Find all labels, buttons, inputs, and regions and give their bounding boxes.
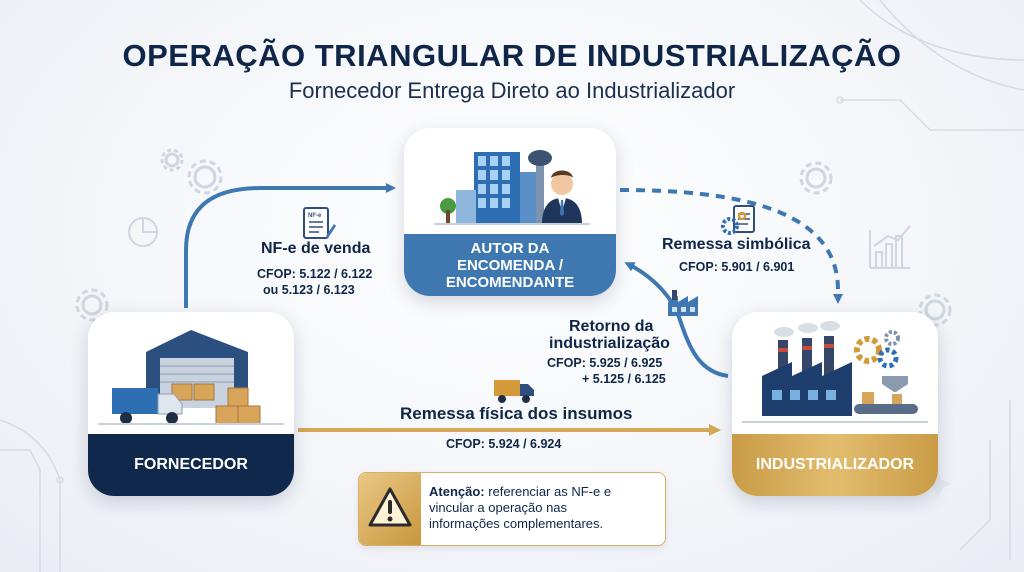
small-factory-icon — [668, 290, 698, 316]
page-title: OPERAÇÃO TRIANGULAR DE INDUSTRIALIZAÇÃO — [122, 38, 902, 73]
page-subtitle: Fornecedor Entrega Direto ao Industriali… — [288, 78, 736, 103]
flow-fisica-cfop: CFOP: 5.924 / 6.924 — [446, 437, 562, 451]
attention-note: Atenção: referenciar as NF-e e vincular … — [358, 472, 666, 546]
flow-venda-label: NF-e de venda — [261, 240, 371, 257]
attention-icon-box — [359, 473, 421, 545]
sparkle-icon — [924, 470, 952, 498]
gear-icon — [75, 148, 952, 327]
svg-text:NF-e: NF-e — [308, 213, 322, 219]
flow-retorno-cfop-2: + 5.125 / 6.125 — [582, 372, 666, 386]
nfe-document-icon: NF-e — [303, 207, 336, 239]
node-industrializador: INDUSTRIALIZADOR — [732, 312, 938, 496]
flow-fisica-label: Remessa física dos insumos — [400, 404, 633, 423]
factory-icon — [742, 321, 928, 423]
office-building-icon — [434, 150, 590, 225]
node-fornecedor: FORNECEDOR — [88, 312, 294, 496]
node-industrializador-label: INDUSTRIALIZADOR — [732, 434, 938, 496]
warehouse-truck-icon — [98, 330, 284, 425]
flow-retorno-label-1: Retorno da — [569, 318, 654, 335]
bar-chart-icon — [869, 225, 911, 269]
flow-simbolica-cfop: CFOP: 5.901 / 6.901 — [679, 260, 795, 274]
document-gear-icon — [721, 205, 755, 235]
node-fornecedor-label: FORNECEDOR — [88, 434, 294, 496]
arrow-venda — [184, 183, 396, 308]
attention-text: Atenção: referenciar as NF-e e vincular … — [429, 484, 612, 531]
arrow-retorno — [624, 262, 729, 378]
flow-retorno-cfop-1: CFOP: 5.925 / 6.925 — [547, 356, 663, 370]
flow-retorno-label-2: industrialização — [549, 335, 670, 352]
delivery-truck-icon — [494, 380, 534, 403]
warning-icon — [368, 487, 412, 527]
flow-venda-cfop-1: CFOP: 5.122 / 6.122 — [257, 267, 373, 281]
pie-chart-icon — [128, 217, 158, 247]
arrow-remessa-simbolica — [619, 188, 843, 304]
flow-simbolica-label: Remessa simbólica — [662, 236, 811, 253]
node-autor-da-encomenda: AUTOR DA ENCOMENDA / ENCOMENDANTE — [404, 128, 616, 296]
node-autor-label: AUTOR DA ENCOMENDA / ENCOMENDANTE — [404, 234, 616, 296]
flow-venda-cfop-2: ou 5.123 / 6.123 — [263, 283, 355, 297]
